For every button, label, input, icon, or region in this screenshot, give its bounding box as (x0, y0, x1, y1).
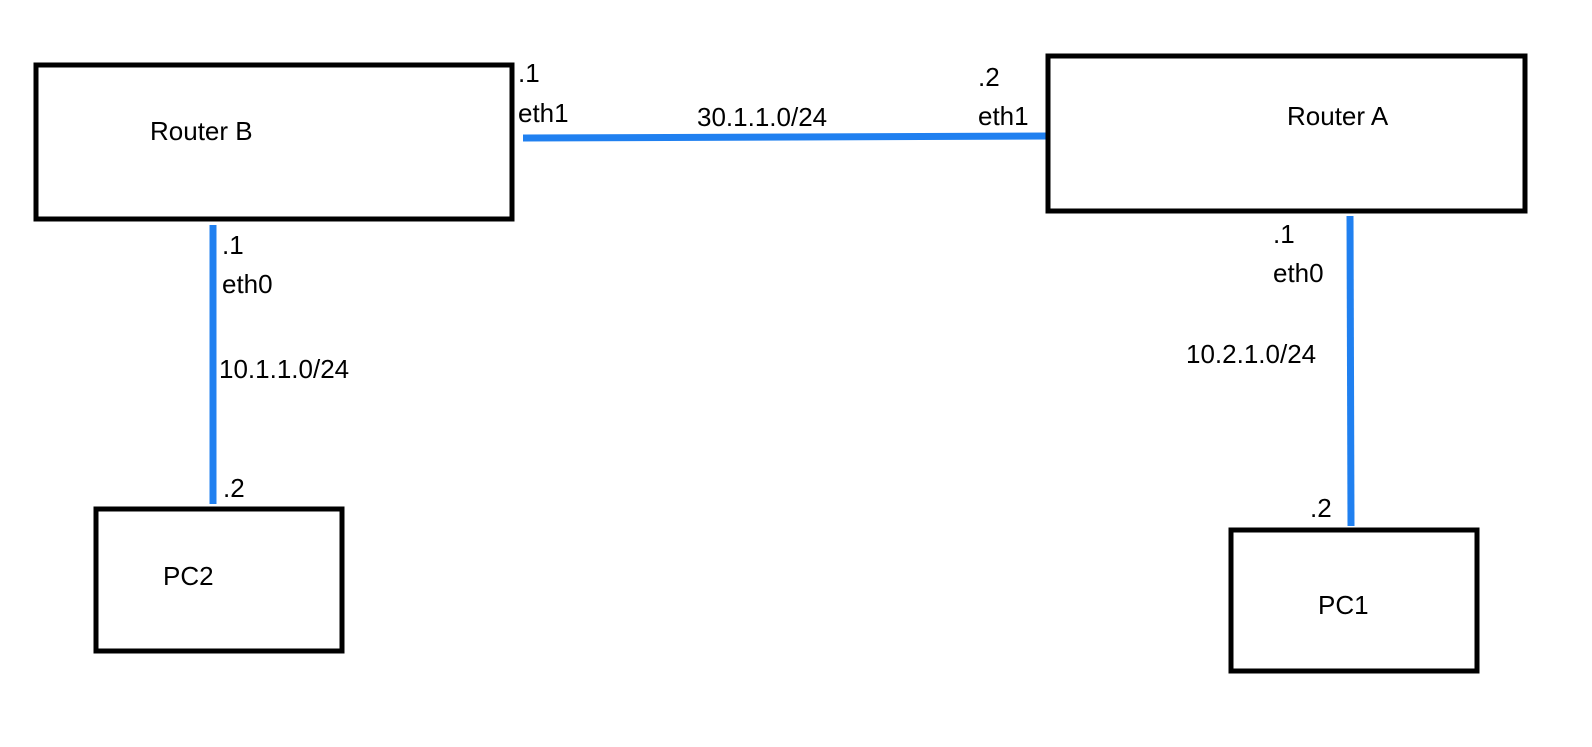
router-b-eth0-interface-label: eth0 (222, 269, 273, 299)
pc2-box (93, 506, 345, 654)
network-30-label: 30.1.1.0/24 (697, 102, 827, 132)
router-a-box (1045, 53, 1528, 214)
router-a-eth1-interface-label: eth1 (978, 101, 1029, 131)
pc2-label: PC2 (163, 561, 214, 591)
router-b-eth0-host-label: .1 (222, 230, 244, 260)
router-b-eth1-host-label: .1 (518, 58, 540, 88)
router-a-eth0-interface-label: eth0 (1273, 258, 1324, 288)
node-pc2: PC2 (93, 506, 345, 654)
pc2-host-label: .2 (223, 473, 245, 503)
router-b-label: Router B (150, 116, 253, 146)
pc1-box (1228, 527, 1480, 674)
node-router-b: Router B (33, 62, 515, 222)
router-b-eth1-interface-label: eth1 (518, 98, 569, 128)
node-pc1: PC1 (1228, 527, 1480, 674)
pc1-host-label: .2 (1310, 493, 1332, 523)
network-10-1-label: 10.1.1.0/24 (219, 354, 349, 384)
pc1-label: PC1 (1318, 590, 1369, 620)
link-router-a-pc1 (1346, 215, 1355, 527)
router-b-box (33, 62, 515, 222)
node-router-a: Router A (1045, 53, 1528, 214)
router-a-eth0-host-label: .1 (1273, 219, 1295, 249)
router-a-eth1-host-label: .2 (978, 62, 1000, 92)
network-10-2-label: 10.2.1.0/24 (1186, 339, 1316, 369)
router-a-label: Router A (1287, 101, 1389, 131)
link-router-b-router-a (522, 132, 1050, 142)
